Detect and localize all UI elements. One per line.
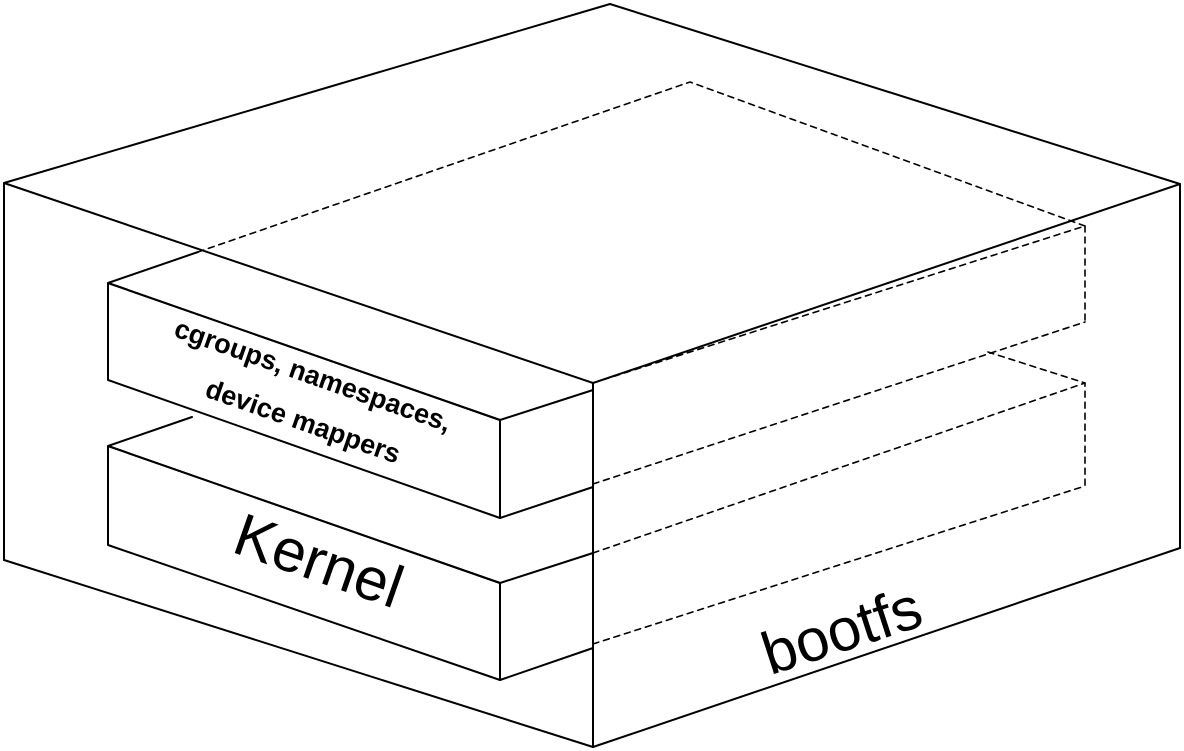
outer-box-bottom-right-edge <box>592 547 1181 748</box>
hidden-edges <box>197 81 1086 645</box>
outer-box <box>3 3 1181 748</box>
lower-layer-bottom-right-edge <box>592 485 1086 645</box>
kernel-features-layer-right-bottom-edge <box>499 486 594 519</box>
lower-layer-top-right-edge <box>592 382 1086 554</box>
kernel-features-layer <box>107 251 594 519</box>
upper-layer-bottom-right-edge <box>592 321 1086 485</box>
upper-layer-back-edges <box>197 81 1086 253</box>
kernel-layer-right-bottom-edge <box>499 647 594 681</box>
lower-layer-back-edges <box>987 351 1086 487</box>
upper-layer-top-right-edge <box>592 225 1086 384</box>
kernel-label: Kernel <box>226 500 412 621</box>
kernel-layer <box>107 416 594 681</box>
outer-box-bottom-left-edge <box>3 559 594 748</box>
bootfs-label: bootfs <box>754 573 930 687</box>
kernel-features-layer-front-face <box>107 282 501 519</box>
